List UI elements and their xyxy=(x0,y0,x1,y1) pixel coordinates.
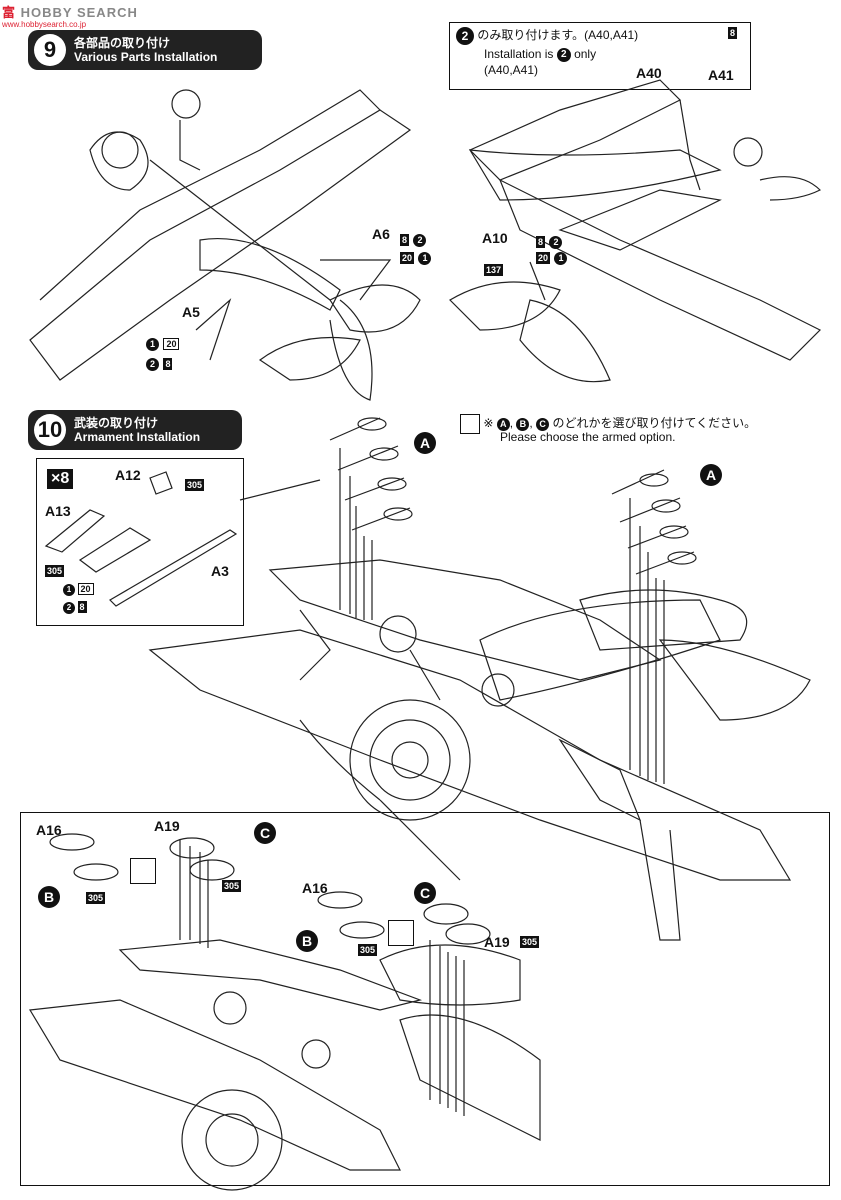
paint-code: 137 xyxy=(484,264,504,276)
choose-option-icon xyxy=(460,414,480,434)
step-title-en: Various Parts Installation xyxy=(74,50,218,64)
option-c-icon: C xyxy=(536,417,550,431)
marking-option-icon: 2 xyxy=(556,47,571,62)
choose-option-icon xyxy=(130,858,156,884)
plane-left-step9 xyxy=(29,89,421,401)
option-a-icon: A xyxy=(496,417,510,431)
part-label-a10: A10 xyxy=(482,230,508,246)
paint-code-group: 20 1 xyxy=(400,248,432,266)
armament-option-note: ※ A, B, C のどれかを選び取り付けてください。 xyxy=(460,414,756,434)
paint-code-group: 20 1 xyxy=(536,248,568,266)
part-label-a41: A41 xyxy=(708,67,734,83)
installation-note-box: 2 のみ取り付けます。(A40,A41) Installation is 2 o… xyxy=(449,22,751,90)
armament-option-note-en: Please choose the armed option. xyxy=(500,430,676,444)
part-label-a16: A16 xyxy=(36,822,62,838)
watermark: 富 HOBBY SEARCH xyxy=(2,5,138,20)
step-number: 9 xyxy=(34,34,66,66)
option-b-marker: B xyxy=(38,886,60,908)
option-b-icon: B xyxy=(516,417,530,431)
paint-code-group: 1 20 xyxy=(63,583,94,596)
part-label-a12: A12 xyxy=(115,467,141,483)
watermark-url: www.hobbysearch.co.jp xyxy=(2,20,87,29)
quantity-badge: ×8 xyxy=(47,469,74,489)
bomb-rack-left xyxy=(329,417,413,620)
paint-code: 305 xyxy=(222,880,242,892)
marking-option-icon: 2 xyxy=(456,27,474,45)
part-label-a40: A40 xyxy=(636,65,662,81)
paint-code-group: 2 8 xyxy=(146,354,173,372)
part-label-a16: A16 xyxy=(302,880,328,896)
plane-option-bc xyxy=(29,833,541,1191)
paint-code: 305 xyxy=(358,944,378,956)
option-a-marker: A xyxy=(700,464,722,486)
option-c-marker: C xyxy=(254,822,276,844)
part-label-a13: A13 xyxy=(45,503,71,519)
choose-option-icon xyxy=(388,920,414,946)
part-label-a5: A5 xyxy=(182,304,200,320)
part-label-a3: A3 xyxy=(211,563,229,579)
option-c-marker: C xyxy=(414,882,436,904)
paint-code-group: 1 20 xyxy=(146,334,180,352)
paint-code: 305 xyxy=(185,479,205,491)
note-line-2: Installation is 2 only xyxy=(484,47,597,62)
paint-code-group: 8 2 xyxy=(536,232,563,250)
paint-code: 305 xyxy=(86,892,106,904)
paint-code-group: 8 2 xyxy=(400,230,427,248)
step-number: 10 xyxy=(34,414,66,446)
note-line-3: (A40,A41) xyxy=(484,63,539,77)
part-label-a6: A6 xyxy=(372,226,390,242)
step-10-header: 10 武装の取り付け Armament Installation xyxy=(28,410,242,450)
paint-code: 305 xyxy=(520,936,540,948)
paint-code: 305 xyxy=(45,565,65,577)
note-line-1: 2 のみ取り付けます。(A40,A41) xyxy=(456,27,638,45)
bomb-rack-right xyxy=(611,469,697,784)
plane-step10-main xyxy=(148,559,811,941)
part-label-a19: A19 xyxy=(154,818,180,834)
step-title-jp: 武装の取り付け xyxy=(74,416,159,430)
armament-box-art xyxy=(44,471,321,607)
option-a-marker: A xyxy=(414,432,436,454)
part-label-a19: A19 xyxy=(484,934,510,950)
option-b-marker: B xyxy=(296,930,318,952)
paint-code: 8 xyxy=(728,27,738,39)
step-9-header: 9 各部品の取り付け Various Parts Installation xyxy=(28,30,262,70)
step-title-en: Armament Installation xyxy=(74,430,201,444)
step-title-jp: 各部品の取り付け xyxy=(74,36,171,50)
paint-code-group: 2 8 xyxy=(63,601,87,614)
